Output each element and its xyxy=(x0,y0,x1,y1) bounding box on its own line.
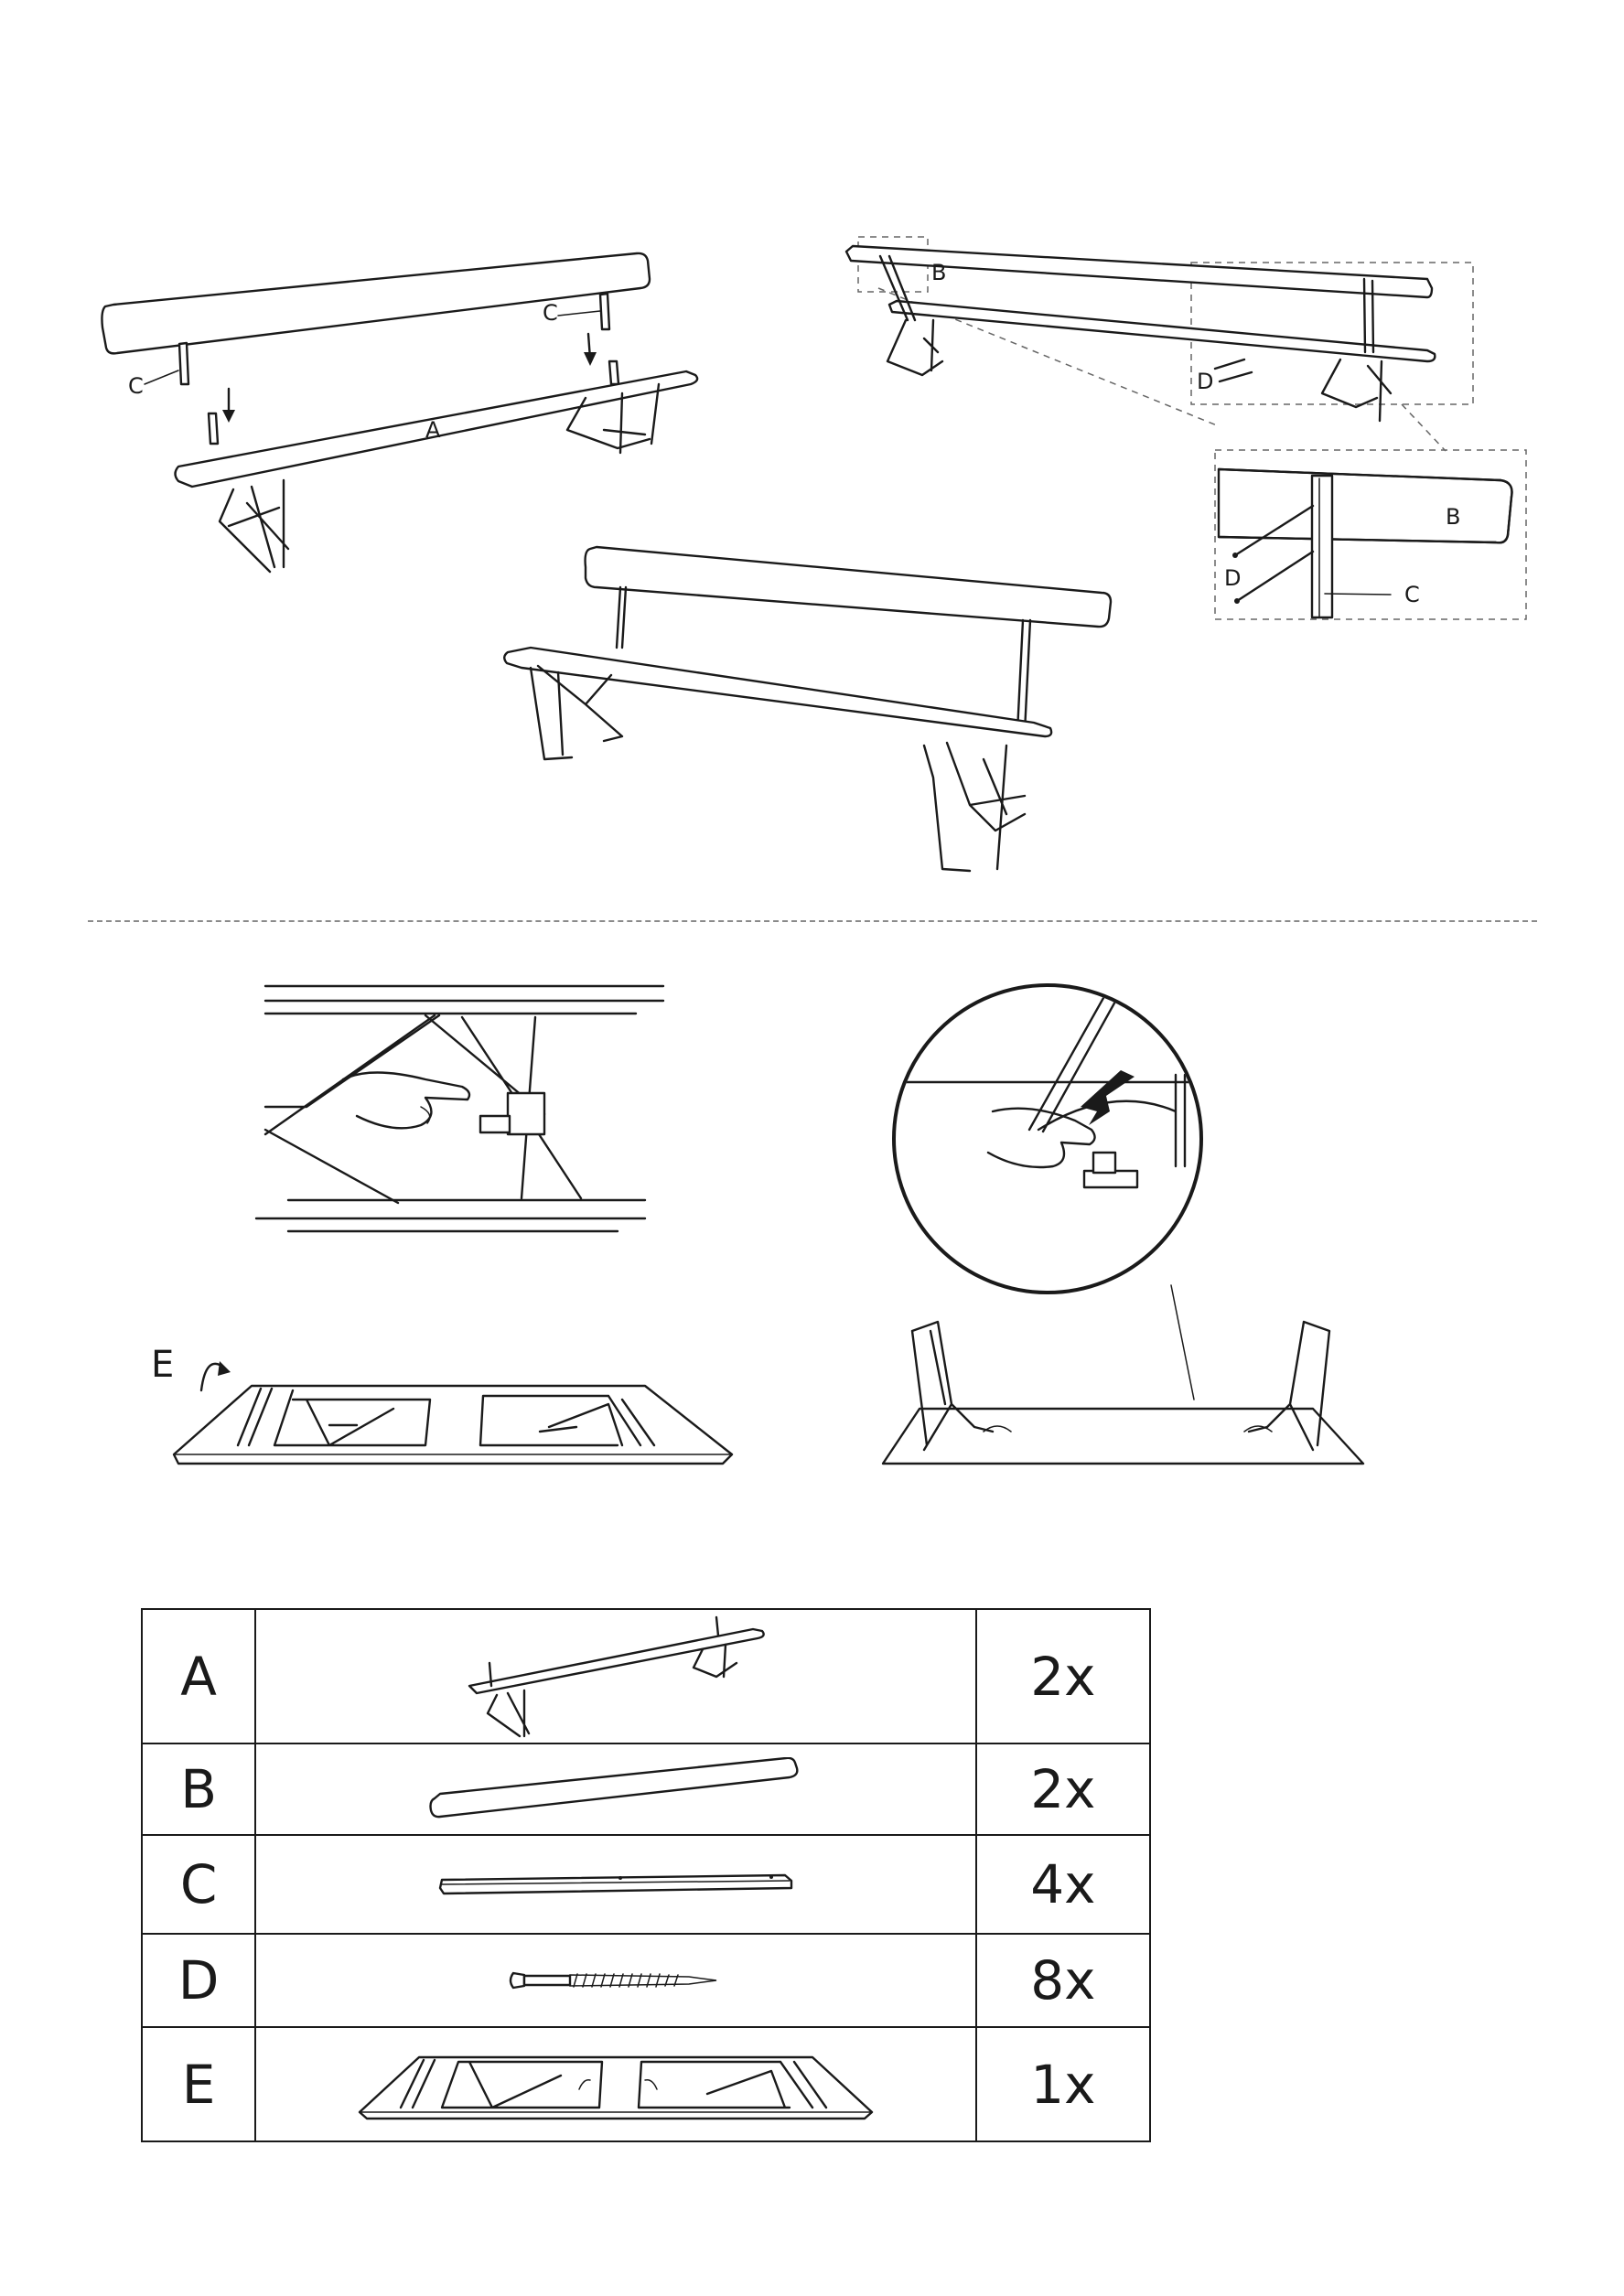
label-d: D xyxy=(1197,369,1213,394)
parts-row-c: C 4x xyxy=(140,1834,1152,1935)
part-quantity: 1x xyxy=(974,2026,1152,2142)
part-quantity: 2x xyxy=(974,1743,1152,1836)
parts-list-table: A 2x B 2x C 4x xyxy=(140,1608,1152,2142)
part-letter: E xyxy=(140,2026,257,2142)
figure-press-lock xyxy=(233,979,672,1244)
label-c-left: C xyxy=(128,373,144,399)
label-a: A xyxy=(425,417,441,443)
section-divider xyxy=(88,920,1537,922)
figure-unlock-fold xyxy=(874,983,1368,1477)
part-image-support-bar xyxy=(254,1834,977,1935)
figure-attach-supports: C C A xyxy=(91,247,732,585)
part-image-bench-seat xyxy=(254,1608,977,1744)
parts-row-b: B 2x xyxy=(140,1743,1152,1836)
part-letter: B xyxy=(140,1743,257,1836)
parts-row-d: D 8x xyxy=(140,1933,1152,2028)
label-c-right: C xyxy=(543,300,558,326)
part-image-backrest xyxy=(254,1743,977,1836)
label-e: E xyxy=(151,1344,174,1386)
part-image-screw xyxy=(254,1933,977,2028)
part-quantity: 8x xyxy=(974,1933,1152,2028)
part-letter: D xyxy=(140,1933,257,2028)
part-quantity: 2x xyxy=(974,1608,1152,1744)
parts-row-a: A 2x xyxy=(140,1608,1152,1744)
figure-fix-backrest: B D B D C xyxy=(842,233,1537,627)
label-b: B xyxy=(931,260,946,285)
parts-row-e: E 1x xyxy=(140,2026,1152,2142)
figure-finished-bench xyxy=(494,540,1116,878)
part-quantity: 4x xyxy=(974,1834,1152,1935)
part-letter: A xyxy=(140,1608,257,1744)
detail-label-d: D xyxy=(1224,565,1241,591)
detail-label-c: C xyxy=(1404,582,1420,607)
detail-label-b: B xyxy=(1446,504,1460,530)
part-image-folded-bench xyxy=(254,2026,977,2142)
part-letter: C xyxy=(140,1834,257,1935)
figure-folded-bench: E xyxy=(146,1308,750,1491)
